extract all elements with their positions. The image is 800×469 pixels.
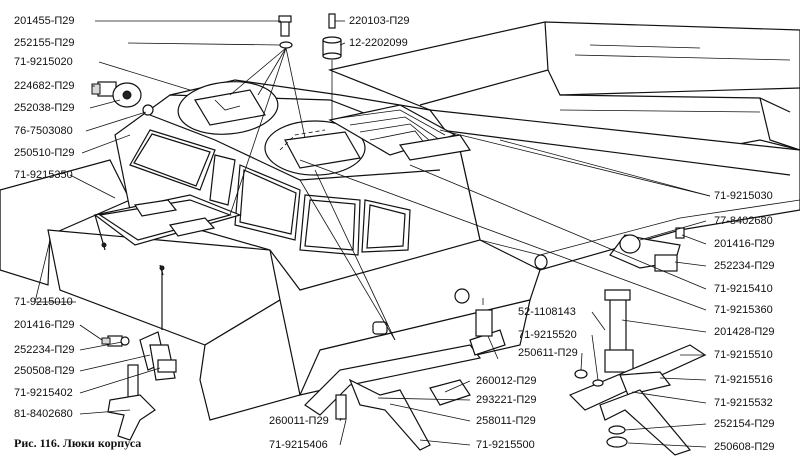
part-label-252234-right: 252234-П29 <box>714 260 775 272</box>
hatch-hinge-right <box>609 227 685 272</box>
part-label-9215532: 71-9215532 <box>714 397 773 409</box>
part-label-9215402: 71-9215402 <box>14 387 73 399</box>
part-label-9215516: 71-9215516 <box>714 374 773 386</box>
roof-hardware <box>278 13 342 60</box>
leader-lines <box>34 20 711 448</box>
part-label-252234-left: 252234-П29 <box>14 344 75 356</box>
part-label-260011: 260011-П29 <box>269 415 329 427</box>
part-label-252154: 252154-П29 <box>714 418 775 430</box>
hull-bow <box>0 159 330 421</box>
part-label-9215010: 71-9215010 <box>14 296 73 308</box>
part-label-260012: 260012-П29 <box>476 375 537 387</box>
front-levers <box>304 298 506 451</box>
figure-caption: Рис. 116. Люки корпуса <box>14 436 142 450</box>
part-label-9215406: 71-9215406 <box>269 439 328 451</box>
part-label-250608: 250608-П29 <box>714 441 775 453</box>
part-label-9215510: 71-9215510 <box>714 349 773 361</box>
part-label-252155: 252155-П29 <box>14 37 75 49</box>
part-label-9215020: 71-9215020 <box>14 56 73 68</box>
part-label-201455: 201455-П29 <box>14 15 75 27</box>
part-label-201416-right: 201416-П29 <box>714 238 775 250</box>
part-label-293221: 293221-П29 <box>476 394 537 406</box>
part-label-8402680-left: 81-8402680 <box>14 408 73 420</box>
hatch-hinge-left <box>91 81 154 116</box>
part-label-9215520: 71-9215520 <box>518 329 577 341</box>
rear-levers <box>568 289 707 456</box>
part-label-2202099: 12-2202099 <box>349 37 408 49</box>
side-latch-assembly <box>101 270 177 441</box>
part-label-220103: 220103-П29 <box>349 15 410 27</box>
part-label-9215030: 71-9215030 <box>714 190 773 202</box>
part-label-1108143: 52-1108143 <box>518 306 576 318</box>
part-label-9215410: 71-9215410 <box>714 283 773 295</box>
part-label-7503080: 76-7503080 <box>14 125 73 137</box>
part-label-8402680-right: 77-8402680 <box>714 215 773 227</box>
part-label-201416-left: 201416-П29 <box>14 319 75 331</box>
part-label-250510: 250510-П29 <box>14 147 75 159</box>
roof-hatches <box>177 81 472 176</box>
part-label-250611: 250611-П29 <box>518 347 578 359</box>
part-label-258011: 258011-П29 <box>476 415 536 427</box>
part-label-224682: 224682-П29 <box>14 80 75 92</box>
part-label-9215500: 71-9215500 <box>476 439 535 451</box>
part-label-250508: 250508-П29 <box>14 365 75 377</box>
part-label-9215350: 71-9215350 <box>14 169 73 181</box>
part-label-201428: 201428-П29 <box>714 326 775 338</box>
part-label-252038: 252038-П29 <box>14 102 75 114</box>
part-label-9215360: 71-9215360 <box>714 304 773 316</box>
side-hatch <box>93 194 242 276</box>
